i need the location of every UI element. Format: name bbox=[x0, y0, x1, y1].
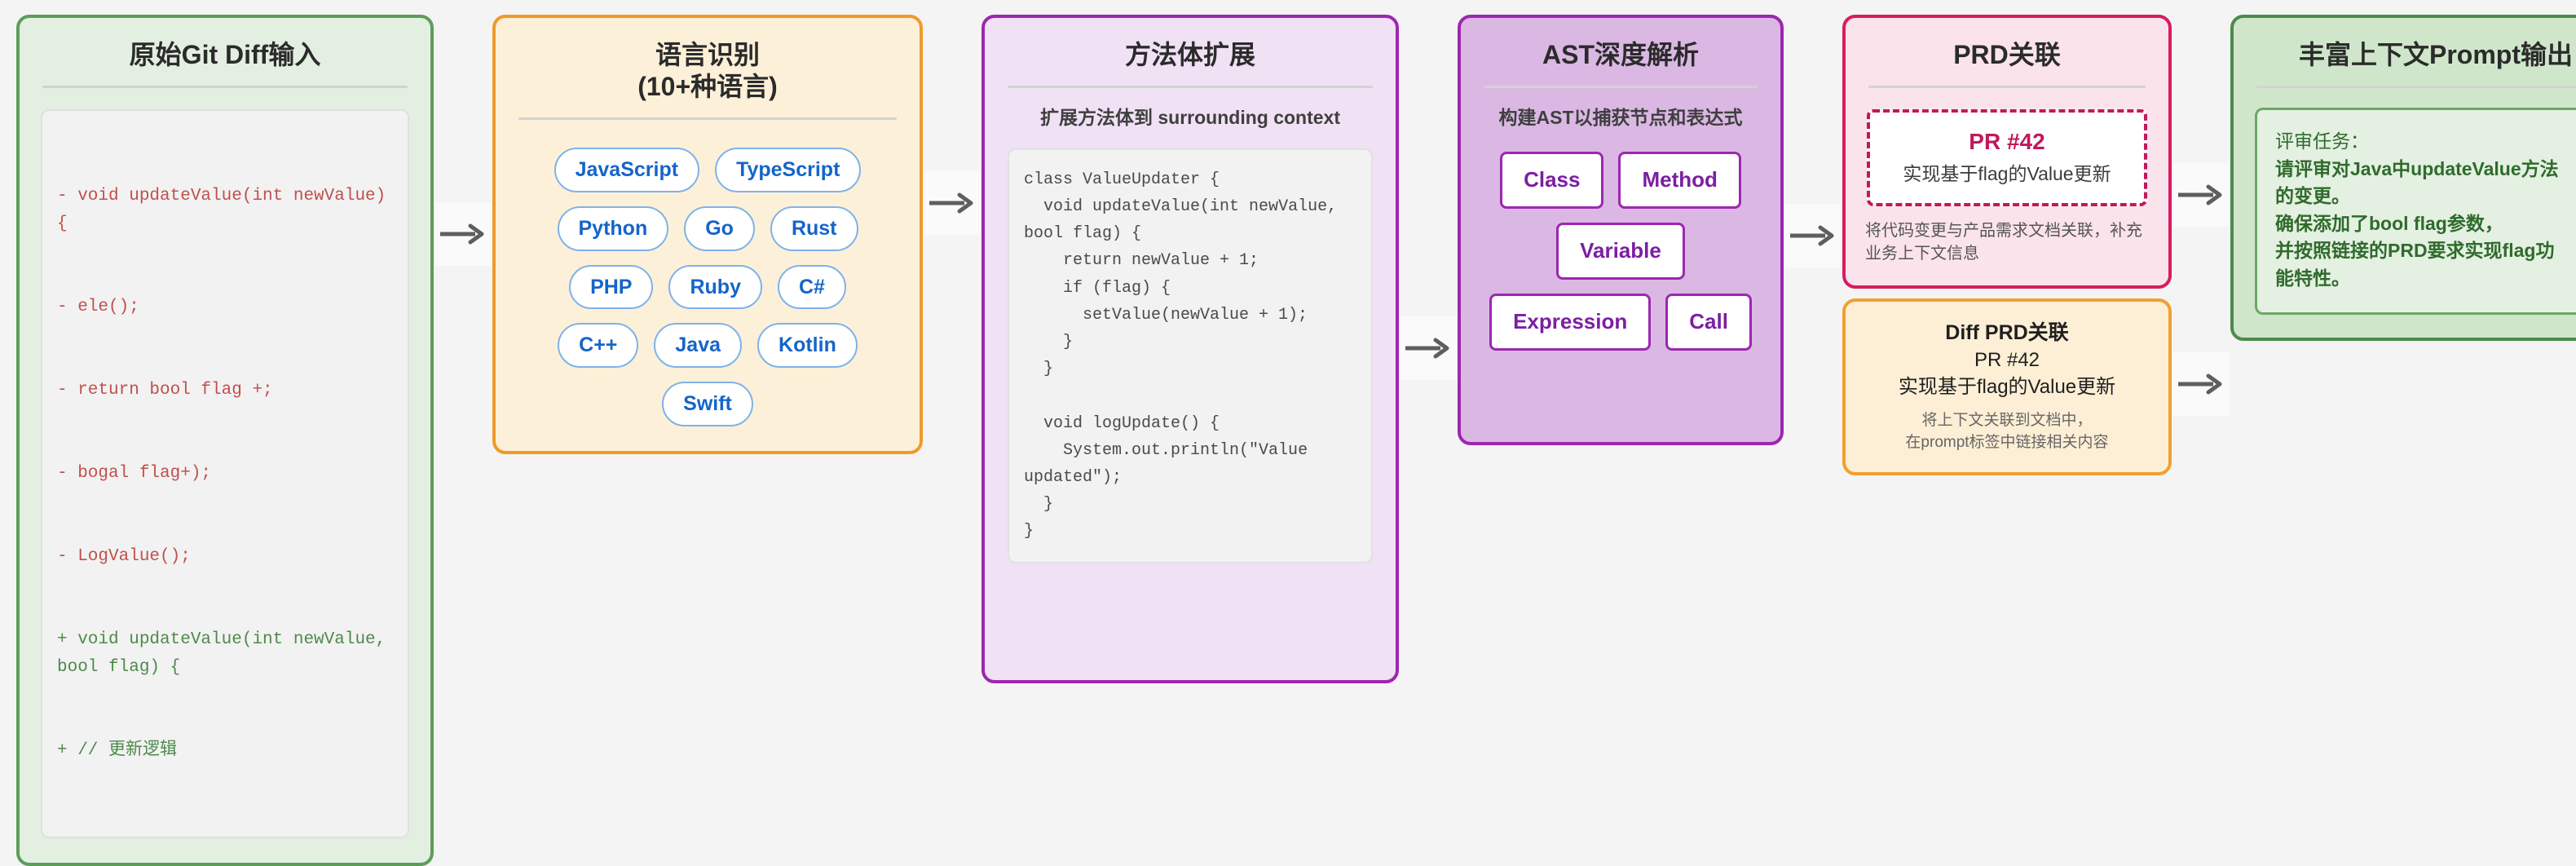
prompt-line: 并按照链接的PRD要求实现flag功 bbox=[2275, 240, 2555, 262]
right-arrow-icon bbox=[434, 202, 492, 266]
language-chip[interactable]: Python bbox=[557, 205, 669, 251]
diff-line-removed: - LogValue(); bbox=[57, 547, 191, 567]
stage-card-diff-prd-link: Diff PRD关联 PR #42 实现基于flag的Value更新 将上下文关… bbox=[1842, 298, 2172, 475]
stage-card-prompt-output: 丰富上下文Prompt输出 评审任务： 请评审对Java中updateValue… bbox=[2230, 15, 2576, 341]
flow-arrow-6 bbox=[2172, 352, 2230, 416]
stage-subtitle-ast-parsing: 构建AST以捕获节点和表达式 bbox=[1498, 107, 1743, 129]
ast-node-call[interactable]: Call bbox=[1665, 293, 1752, 351]
flow-arrow-group-to-output bbox=[2172, 15, 2230, 416]
ast-node-expression[interactable]: Expression bbox=[1489, 293, 1652, 351]
diff-prd-pr-description: 实现基于flag的Value更新 bbox=[1898, 376, 2116, 399]
prompt-line: 确保添加了bool flag参数， bbox=[2275, 212, 2503, 234]
right-arrow-icon bbox=[924, 171, 981, 235]
prd-pr-id: PR #42 bbox=[1969, 129, 2045, 155]
language-chip[interactable]: Kotlin bbox=[757, 323, 858, 369]
flow-arrow-4 bbox=[1784, 204, 1842, 267]
language-title-line-1: 语言识别 bbox=[655, 40, 760, 69]
right-arrow-icon bbox=[1784, 204, 1842, 267]
flow-arrow-3 bbox=[1399, 316, 1458, 380]
prompt-output-block: 评审任务： 请评审对Java中updateValue方法 的变更。 确保添加了b… bbox=[2255, 108, 2576, 315]
prd-note-text: 将代码变更与产品需求文档关联，补充业务上下文信息 bbox=[1865, 221, 2142, 263]
right-arrow-icon bbox=[1400, 316, 1457, 380]
language-chip[interactable]: TypeScript bbox=[715, 148, 862, 192]
stage-card-language-detection: 语言识别 (10+种语言) JavaScript TypeScript Pyth… bbox=[492, 15, 923, 454]
language-chip[interactable]: Ruby bbox=[668, 264, 762, 310]
diff-prd-pr-id: PR #42 bbox=[1974, 349, 2040, 372]
stage-card-method-expansion: 方法体扩展 扩展方法体到 surrounding context class V… bbox=[981, 15, 1399, 683]
diff-line-added: + // 更新逻辑 bbox=[57, 741, 178, 761]
ast-node-class[interactable]: Class bbox=[1500, 151, 1604, 209]
stage-title-language-detection: 语言识别 (10+种语言) bbox=[496, 18, 920, 103]
stage-title-prd-link: PRD关联 bbox=[1953, 40, 2061, 69]
diff-prd-title: Diff PRD关联 bbox=[1945, 320, 2069, 344]
prompt-line: 的变更。 bbox=[2275, 185, 2350, 207]
flow-arrow-2 bbox=[923, 171, 981, 235]
language-chip[interactable]: Go bbox=[684, 205, 755, 251]
stage-card-prd-link: PRD关联 PR #42 实现基于flag的Value更新 将代码变更与产品需求… bbox=[1842, 15, 2172, 289]
stage-title-ast-parsing: AST深度解析 bbox=[1542, 40, 1699, 69]
stage-column-prd: PRD关联 PR #42 实现基于flag的Value更新 将代码变更与产品需求… bbox=[1842, 15, 2172, 475]
stage-card-git-diff: 原始Git Diff输入 - void updateValue(int newV… bbox=[16, 15, 434, 866]
diff-line-removed: - ele(); bbox=[57, 298, 139, 317]
git-diff-code-block: - void updateValue(int newValue) { - ele… bbox=[41, 109, 409, 839]
diff-line-removed: - return bool flag +; bbox=[57, 381, 273, 400]
prd-pr-description: 实现基于flag的Value更新 bbox=[1903, 163, 2111, 185]
title-divider bbox=[1868, 86, 2146, 89]
prompt-line: 能特性。 bbox=[2275, 267, 2350, 289]
language-chip[interactable]: JavaScript bbox=[554, 148, 700, 192]
language-chip[interactable]: Rust bbox=[770, 205, 858, 251]
language-chip-list: JavaScript TypeScript Python Go Rust PHP… bbox=[496, 120, 920, 451]
ast-node-list: Class Method Variable Expression Call bbox=[1461, 130, 1780, 375]
title-divider bbox=[1008, 86, 1373, 89]
language-title-line-2: (10+种语言) bbox=[637, 72, 778, 102]
expanded-code-block: class ValueUpdater { void updateValue(in… bbox=[1008, 148, 1373, 563]
flow-arrow-1 bbox=[434, 202, 492, 266]
stage-card-ast-parsing: AST深度解析 构建AST以捕获节点和表达式 Class Method Vari… bbox=[1458, 15, 1784, 445]
diff-line-removed: - void updateValue(int newValue) { bbox=[57, 187, 396, 234]
title-divider bbox=[1484, 86, 1758, 89]
stage-title-git-diff: 原始Git Diff输入 bbox=[129, 40, 321, 69]
diff-prd-note-line-1: 将上下文关联到文档中， bbox=[1921, 411, 2093, 429]
right-arrow-icon bbox=[2172, 352, 2230, 416]
prompt-line: 请评审对Java中updateValue方法 bbox=[2275, 157, 2559, 179]
diff-line-added: + void updateValue(int newValue, bool fl… bbox=[57, 630, 396, 678]
ast-node-variable[interactable]: Variable bbox=[1556, 222, 1685, 280]
ast-node-method[interactable]: Method bbox=[1618, 151, 1741, 209]
prompt-line: 评审任务： bbox=[2275, 130, 2369, 152]
stage-title-method-expansion: 方法体扩展 bbox=[1124, 40, 1255, 69]
title-divider bbox=[518, 117, 897, 121]
diff-line-removed: - bogal flag+); bbox=[57, 464, 212, 484]
language-chip[interactable]: PHP bbox=[569, 264, 654, 310]
language-chip[interactable]: C# bbox=[777, 264, 846, 310]
stage-title-prompt-output: 丰富上下文Prompt输出 bbox=[2298, 40, 2573, 69]
language-chip[interactable]: C++ bbox=[558, 323, 639, 369]
prd-reference-card[interactable]: PR #42 实现基于flag的Value更新 bbox=[1867, 109, 2147, 206]
stage-subtitle-method-expansion: 扩展方法体到 surrounding context bbox=[1040, 107, 1340, 129]
flow-arrow-5 bbox=[2172, 163, 2230, 227]
title-divider bbox=[42, 86, 408, 89]
pipeline-diagram: 原始Git Diff输入 - void updateValue(int newV… bbox=[16, 15, 2576, 866]
right-arrow-icon bbox=[2172, 163, 2230, 227]
title-divider bbox=[2256, 86, 2576, 89]
language-chip[interactable]: Java bbox=[654, 323, 743, 369]
language-chip[interactable]: Swift bbox=[662, 382, 753, 426]
diff-prd-note-line-2: 在prompt标签中链接相关内容 bbox=[1905, 433, 2109, 451]
